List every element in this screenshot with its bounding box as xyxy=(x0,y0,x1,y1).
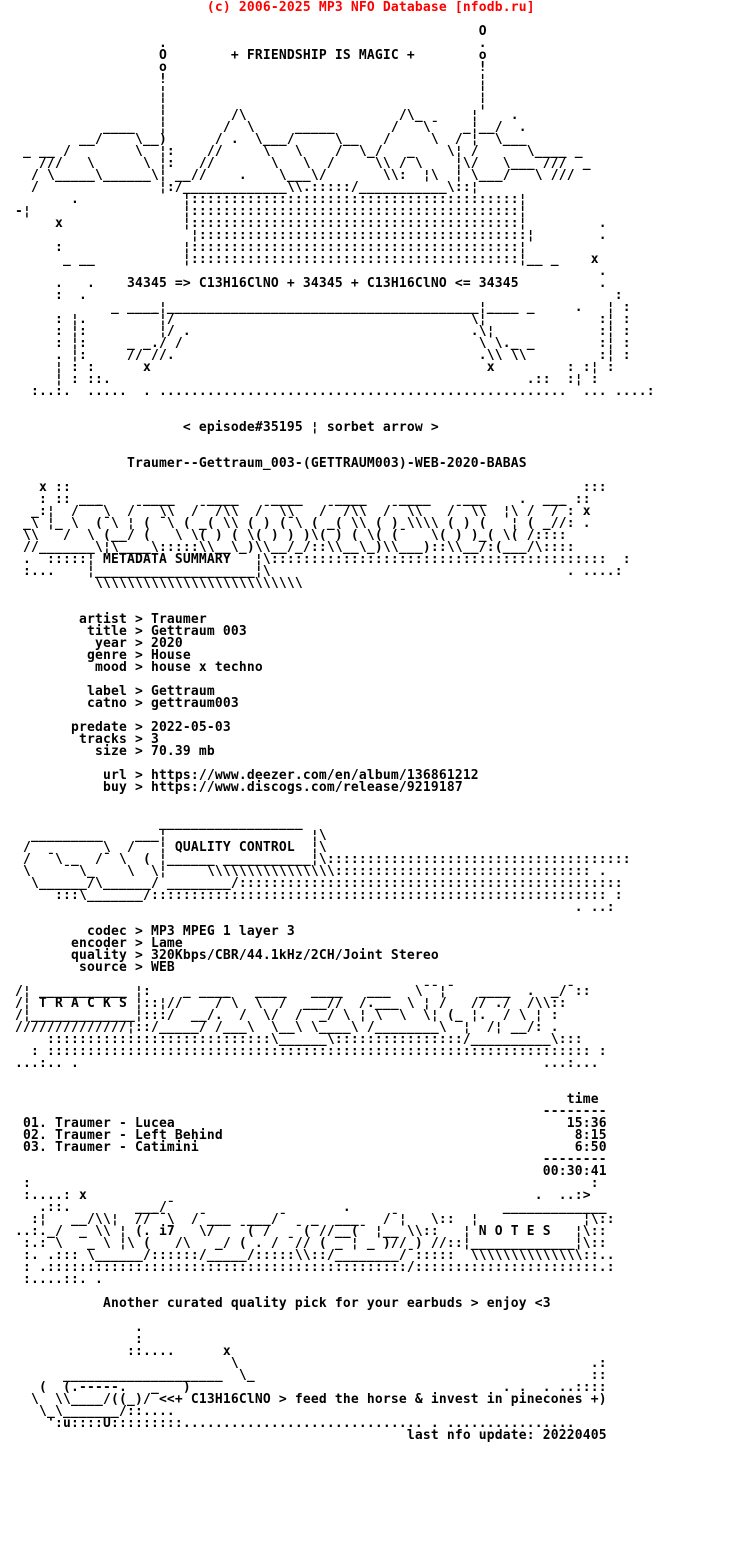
copyright-header: (c) 2006-2025 MP3 NFO Database [nfodb.ru… xyxy=(15,0,535,15)
footer-horse-art: . : ::.... x \ .: ____________________ \… xyxy=(30,1320,607,1443)
release-name-header: < episode#35195 ¦ sorbet arrow > Traumer… xyxy=(126,420,527,471)
metadata-summary-section: x :: ::: : :: ___ ____ ____ ____ ____ __… xyxy=(22,480,631,795)
notes-section: : : :....: x . ..:> .::. ___/¯ . xyxy=(15,1176,615,1311)
tracks-section: /¦ ___________ ¦: _ ____ ____ ____ ___ \… xyxy=(15,984,607,1179)
nfo-page: (c) 2006-2025 MP3 NFO Database [nfodb.ru… xyxy=(15,0,655,1443)
quality-control-section: __________________ _________ ___¦ ¦\ / \… xyxy=(22,816,631,975)
pony-ascii-art: O . . O + FRIENDSHIP IS MAGIC + o o ! xyxy=(15,24,655,399)
